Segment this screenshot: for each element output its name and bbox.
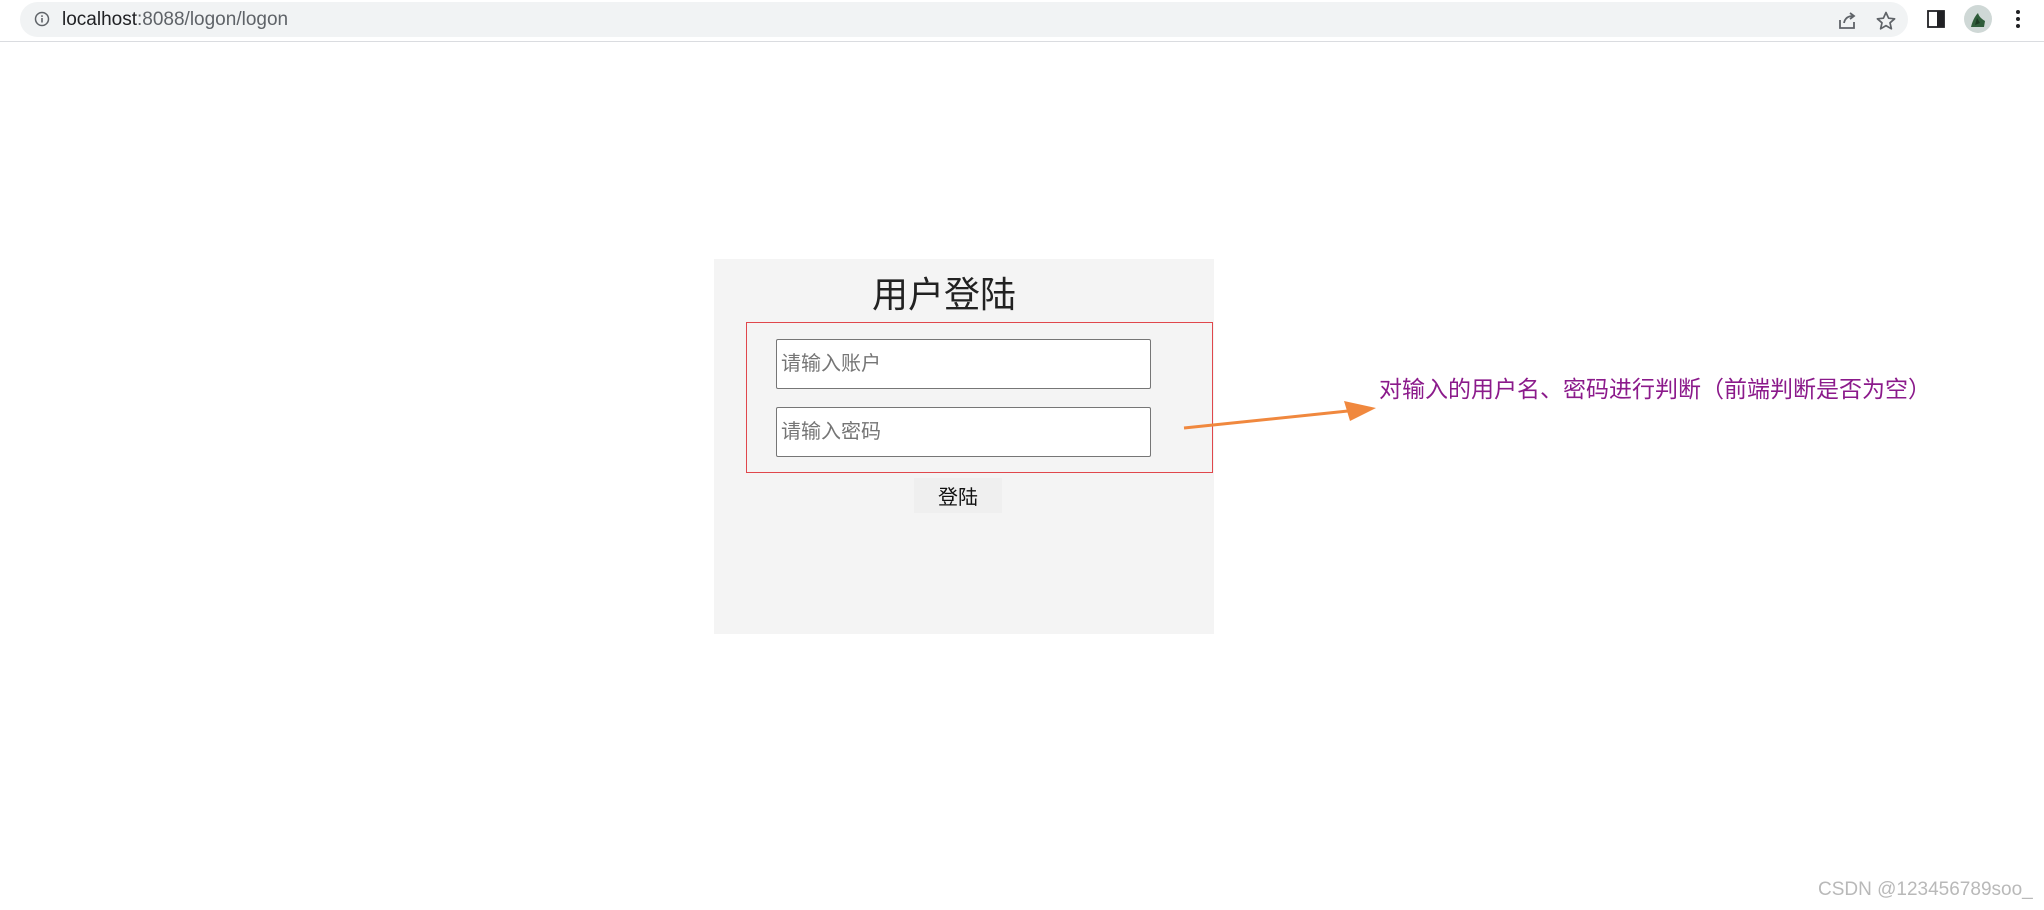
account-input[interactable] [776, 339, 1151, 389]
info-icon[interactable] [34, 11, 50, 27]
kebab-menu-icon[interactable] [2007, 8, 2029, 30]
url-host: localhost [62, 9, 137, 30]
share-icon[interactable] [1836, 10, 1858, 32]
avatar-image-icon [1971, 13, 1985, 27]
address-bar[interactable]: localhost:8088/logon/logon [20, 2, 1908, 37]
annotation-arrow-icon [1183, 401, 1376, 430]
login-button[interactable]: 登陆 [914, 478, 1002, 513]
password-input[interactable] [776, 407, 1151, 457]
url-text[interactable]: localhost:8088/logon/logon [62, 9, 288, 31]
login-panel: 用户登陆 登陆 [714, 259, 1214, 634]
annotation-highlight-box [746, 322, 1213, 473]
annotation-text: 对输入的用户名、密码进行判断（前端判断是否为空） [1379, 376, 1931, 402]
browser-toolbar: localhost:8088/logon/logon [0, 0, 2044, 42]
login-title: 用户登陆 [871, 274, 1016, 315]
profile-avatar[interactable] [1964, 5, 1992, 33]
url-path: :8088/logon/logon [137, 9, 289, 30]
watermark: CSDN @123456789soo_ [1818, 879, 2033, 900]
bookmark-star-icon[interactable] [1875, 10, 1897, 32]
side-panel-icon[interactable] [1925, 8, 1947, 30]
